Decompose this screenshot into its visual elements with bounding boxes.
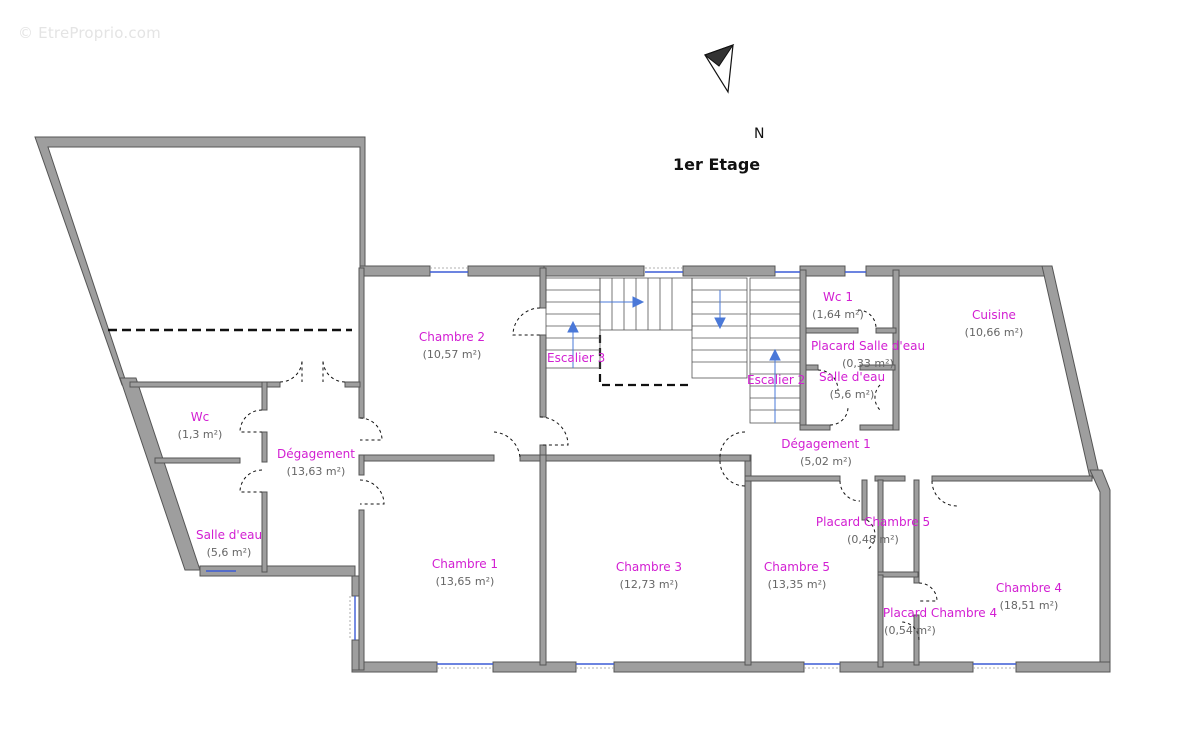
watermark: © EtreProprio.com xyxy=(18,24,161,42)
room-name: Cuisine xyxy=(972,308,1016,322)
room-name: Chambre 3 xyxy=(615,560,683,574)
room-label: (0,54 m²) xyxy=(884,622,936,639)
room-label: Placard Salle d'eau (0,33 m²) xyxy=(811,338,925,372)
room-area: (1,3 m²) xyxy=(177,428,223,441)
room-name: Dégagement xyxy=(277,447,355,461)
stair-opening xyxy=(598,335,692,387)
room-name: Chambre 2 xyxy=(418,330,486,344)
room-name: Dégagement 1 xyxy=(781,437,871,451)
room-name: Chambre 1 xyxy=(431,557,499,571)
north-arrow-icon xyxy=(703,44,735,94)
room-label: Chambre 5 (13,35 m²) xyxy=(764,559,830,593)
stair-label: Escalier 3 xyxy=(547,351,606,365)
room-label: Chambre 1 (13,65 m²) xyxy=(432,556,498,590)
room-label: Placard Chambre 5 (0,48 m²) xyxy=(816,514,930,548)
room-area: (13,35 m²) xyxy=(767,578,827,591)
room-label: Chambre 4 (18,51 m²) xyxy=(996,580,1062,614)
room-area: (10,66 m²) xyxy=(964,326,1024,339)
north-label: N xyxy=(754,126,765,142)
room-area: (12,73 m²) xyxy=(619,578,679,591)
room-label: Dégagement 1 (5,02 m²) xyxy=(781,436,870,470)
room-name: Salle d'eau xyxy=(195,528,263,542)
room-area: (13,65 m²) xyxy=(435,575,495,588)
stair-arrows xyxy=(567,290,781,423)
floor-title: 1er Etage xyxy=(673,155,761,174)
windows xyxy=(206,271,1016,665)
room-area: (5,6 m²) xyxy=(206,546,252,559)
room-area: (1,64 m²) xyxy=(812,308,864,321)
room-name: Wc xyxy=(190,410,210,424)
stair-label: Escalier 2 xyxy=(747,373,806,387)
room-label: Salle d'eau (5,6 m²) xyxy=(819,369,885,403)
room-label: Placard Chambre 4 xyxy=(883,605,997,622)
room-label: Cuisine (10,66 m²) xyxy=(965,307,1024,341)
room-name: Chambre 5 xyxy=(763,560,831,574)
room-area: (0,48 m²) xyxy=(847,533,899,546)
room-name: Salle d'eau xyxy=(818,370,886,384)
walls xyxy=(34,136,1111,673)
room-area: (0,54 m²) xyxy=(884,624,936,637)
room-name: Placard Salle d'eau xyxy=(810,339,926,353)
window-sills xyxy=(349,267,1016,669)
room-label: Salle d'eau (5,6 m²) xyxy=(196,527,262,561)
room-label: Chambre 2 (10,57 m²) xyxy=(419,329,485,363)
room-label: Dégagement (13,63 m²) xyxy=(277,446,355,480)
room-area: (5,02 m²) xyxy=(800,455,852,468)
room-label: Wc (1,3 m²) xyxy=(178,409,223,443)
room-area: (10,57 m²) xyxy=(422,348,482,361)
room-area: (13,63 m²) xyxy=(286,465,346,478)
room-name: Placard Chambre 4 xyxy=(882,606,998,620)
room-name: Chambre 4 xyxy=(995,581,1063,595)
room-area: (0,33 m²) xyxy=(842,357,894,370)
room-area: (5,6 m²) xyxy=(829,388,875,401)
room-name: Placard Chambre 5 xyxy=(815,515,931,529)
room-name: Wc 1 xyxy=(823,290,853,304)
door-swings xyxy=(239,307,958,641)
room-label: Chambre 3 (12,73 m²) xyxy=(616,559,682,593)
room-label: Wc 1 (1,64 m²) xyxy=(812,289,864,323)
room-area: (18,51 m²) xyxy=(999,599,1059,612)
